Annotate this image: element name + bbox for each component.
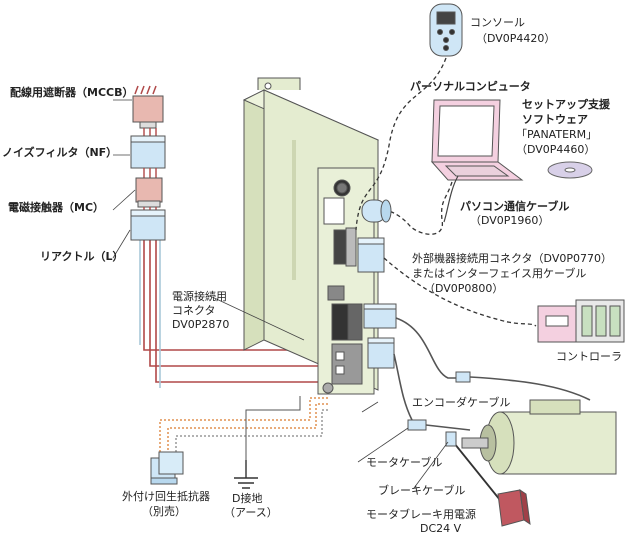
encoder-connector [363,303,397,329]
label-setup-2: ソフトウェア [522,113,588,126]
label-ext-3: （DV0P0800） [424,282,504,295]
label-pc-cable-1: パソコン通信ケーブル [460,200,570,213]
label-mccb: 配線用遮断器（MCCB） [10,86,134,99]
label-pc: パーソナルコンピュータ [410,80,531,93]
ground-symbol [234,396,301,489]
label-pc-cable-2: （DV0P1960） [470,214,550,227]
laptop-device [430,99,524,181]
power-wiring [139,240,328,388]
motor-plug [407,419,427,431]
contactor-device [135,177,163,208]
encoder-cable [395,317,456,379]
regen-resistor [150,451,184,485]
mccb-device [132,85,164,129]
cd-disc [547,161,593,179]
reactor-device [130,209,166,241]
console-device [429,3,463,57]
encoder-plug [455,371,471,383]
pc-cable [383,181,453,235]
console-cable [355,57,447,231]
label-console-1: コンソール [470,16,525,29]
label-controller: コントローラ [556,350,622,363]
brake-power-supply [497,488,531,527]
label-contactor: 電磁接触器（MC） [8,201,105,214]
label-setup-3: 「PANATERM」 [516,128,598,141]
label-regen-2: （別売） [142,505,186,518]
label-brake-psu-2: DC24 V [420,522,462,535]
label-ground-1: D接地 [232,492,263,505]
motor-connector [367,337,395,369]
label-ext-1: 外部機器接続用コネクタ（DV0P0770） [412,252,612,265]
label-brake-psu-1: モータブレーキ用電源 [366,508,476,521]
label-setup-4: （DV0P4460） [516,143,596,156]
ext-cable [383,257,537,327]
label-motor-cable: モータケーブル [366,456,443,469]
label-power-connector-2: コネクタ [172,304,216,317]
servo-driver [242,77,380,395]
label-noise-filter: ノイズフィルタ（NF） [2,146,118,159]
servo-motor [461,399,617,475]
label-power-connector-3: DV0P2870 [172,318,230,331]
regen-wiring [159,397,328,452]
label-reactor: リアクトル（L） [40,250,124,263]
label-ground-2: （アース） [224,506,278,519]
pc-cable-plug [361,199,392,223]
label-console-2: （DV0P4420） [476,32,556,45]
label-power-connector-1: 電源接続用 [172,290,227,303]
noise-filter-device [130,135,166,169]
label-ext-2: またはインターフェイス用ケーブル [412,267,587,280]
label-encoder-cable: エンコーダケーブル [412,396,511,409]
label-regen-1: 外付け回生抵抗器 [122,490,210,503]
label-brake-cable: ブレーキケーブル [378,484,466,497]
controller-device [537,299,625,343]
ext-connector [357,237,385,273]
motor-cable [393,353,413,421]
label-setup-1: セットアップ支援 [522,98,610,111]
brake-cable [449,437,501,501]
